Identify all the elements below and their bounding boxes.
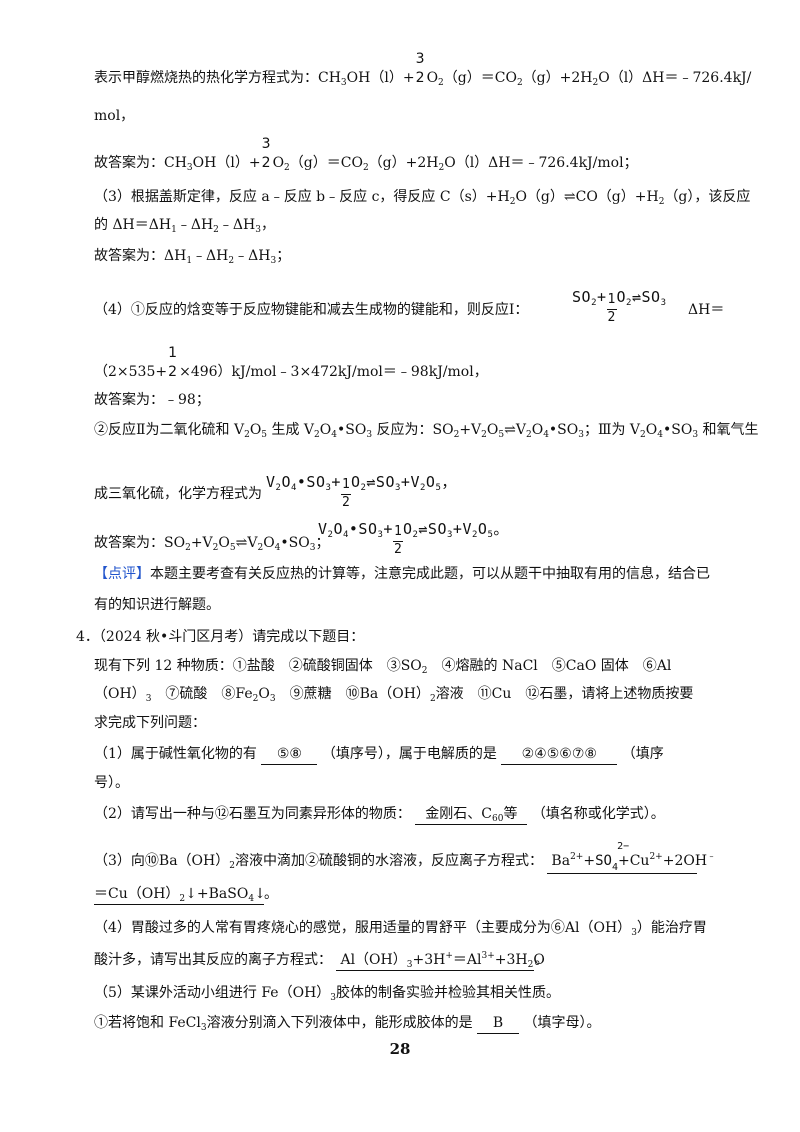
text-line: ＝Cu（OH）2↓+BaSO4↓。 xyxy=(94,886,278,905)
text-line: （OH）3 ⑦硫酸 ⑧Fe2O3 ⑨蔗糖 ⑩Ba（OH）2溶液 ⑪Cu ⑫石墨，… xyxy=(94,686,694,704)
answer-blank: 金刚石、C60等 xyxy=(415,804,528,825)
text-line: （4）胃酸过多的人常有胃疼烧心的感觉，服用适量的胃舒平（主要成分为⑥Al（OH）… xyxy=(94,920,707,938)
text-line: ②反应Ⅱ为二氧化硫和 V2O5 生成 V2O4•SO3 反应为：SO2+V2O5… xyxy=(94,422,759,440)
text-line: 号）。 xyxy=(94,775,129,791)
question-title: 4．（2024 秋•斗门区月考）请完成以下题目： xyxy=(76,629,365,645)
comment-line: 【点评】本题主要考查有关反应热的计算等，注意完成此题，可以从题干中抽取有用的信息… xyxy=(94,566,710,582)
text-line: mol， xyxy=(94,108,135,124)
text-line: 求完成下列问题： xyxy=(94,715,206,731)
answer-blank: ＝Cu（OH）2↓+BaSO4↓ xyxy=(94,886,266,905)
text-line: （5）某课外活动小组进行 Fe（OH）3胶体的制备实验并检验其相关性质。 xyxy=(94,985,561,1003)
text-line: （2）请写出一种与⑫石墨互为同素异形体的物质： 金刚石、C60等 （填名称或化学… xyxy=(94,804,665,825)
answer-blank: Al（OH）3+3H+＝Al3++3H2O xyxy=(336,950,545,971)
text-line: （3）根据盖斯定律，反应 a﹣反应 b﹣反应 c，得反应 C（s）+H2O（g）… xyxy=(94,189,751,207)
text-line: 的 ΔH＝ΔH1﹣ΔH2﹣ΔH3， xyxy=(94,217,275,235)
text-line: 故答案为：﹣98； xyxy=(94,392,210,408)
comment-tag: 【点评】 xyxy=(94,566,150,582)
text-line: （1）属于碱性氧化物的有 ⑤⑧ （填序号），属于电解质的是 ②④⑤⑥⑦⑧ （填序 xyxy=(94,744,730,766)
text-line: 现有下列 12 种物质：①盐酸 ②硫酸铜固体 ③SO2 ④熔融的 NaCl ⑤C… xyxy=(94,658,672,676)
text-line: ①若将饱和 FeCl3溶液分别滴入下列液体中，能形成胶体的是 B （填字母）。 xyxy=(94,1013,601,1034)
page-number: 28 xyxy=(389,1040,411,1058)
answer-blank: ②④⑤⑥⑦⑧ xyxy=(501,744,618,765)
text-line: 故答案为：ΔH1﹣ΔH2﹣ΔH3； xyxy=(94,248,291,266)
answer-blank: ⑤⑧ xyxy=(261,744,318,765)
text-line: 有的知识进行解题。 xyxy=(94,597,220,613)
answer-blank: B xyxy=(477,1013,520,1034)
text-line: （3）向⑩Ba（OH）2溶液中滴加②硫酸铜的水溶液，反应离子方程式： Ba2++… xyxy=(94,841,717,874)
text-line: 酸汁多，请写出其反应的离子方程式： Al（OH）3+3H+＝Al3++3H2O。 xyxy=(94,950,549,971)
